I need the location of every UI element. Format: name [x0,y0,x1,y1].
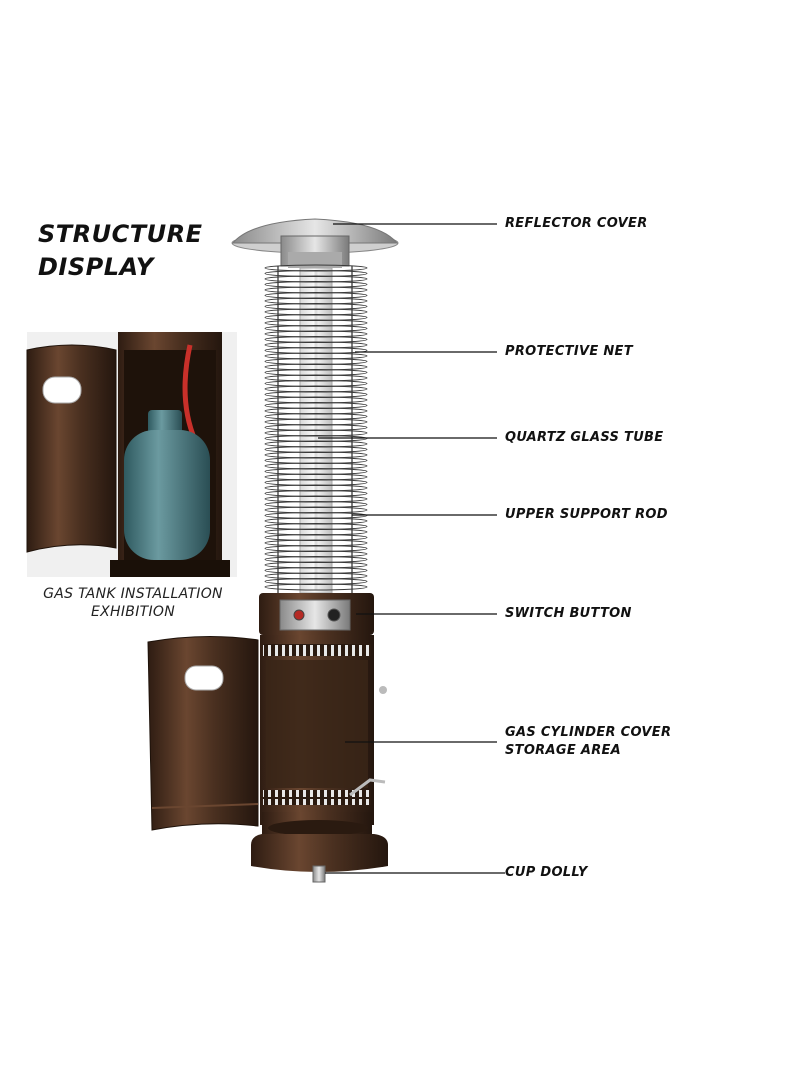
net-coil [264,457,368,464]
net-coil [264,572,368,580]
net-coil [264,374,368,382]
net-coil [264,336,368,343]
net-coil [264,446,368,453]
net-coil [264,330,368,338]
net-coil [264,407,368,415]
inset-caption: GAS TANK INSTALLATION EXHIBITION [22,585,244,621]
door-handle-icon [184,665,224,691]
inset-caption-line-2: EXHIBITION [91,604,175,620]
net-coil [264,402,368,409]
label-cup-dolly: CUP DOLLY [505,865,588,880]
net-coil [264,523,368,530]
label-gas-cylinder-cover-line-2: STORAGE AREA [505,743,622,758]
net-coil [264,308,368,316]
label-switch-button: SWITCH BUTTON [505,606,632,621]
leader-lines [318,223,505,874]
net-coil [264,451,368,459]
net-coil [264,391,368,398]
net-coil [264,341,368,349]
label-gas-cylinder-cover: GAS CYLINDER COVER STORAGE AREA [505,724,671,760]
protective-net-part [264,264,368,591]
net-coil [264,358,368,365]
inset-caption-line-1: GAS TANK INSTALLATION [43,586,223,602]
net-coil [264,501,368,508]
net-coil [264,550,368,558]
net-coil [264,264,368,272]
net-coil [264,396,368,404]
net-coil [264,297,368,305]
net-coil [264,292,368,299]
net-coil [264,490,368,497]
net-coil [264,286,368,294]
net-coil [264,484,368,492]
net-coil [264,270,368,277]
net-coil [264,545,368,552]
heater-base [251,812,388,883]
reflector-cover-part [231,218,399,268]
gas-tank-icon [124,430,210,560]
net-coil [264,424,368,431]
net-coil [264,429,368,437]
open-door [147,635,259,831]
label-quartz-glass-tube: QUARTZ GLASS TUBE [505,430,664,445]
net-coil [264,534,368,541]
net-coil [264,352,368,360]
net-coil [264,319,368,327]
net-coil [264,413,368,420]
net-coil [264,578,368,585]
net-coil [264,347,368,354]
storage-cylinder [260,635,387,825]
net-coil [264,495,368,503]
net-coil [264,303,368,310]
net-coil [264,539,368,547]
net-coil [264,567,368,574]
control-knob-icon [327,608,341,622]
cup-dolly-part [312,865,326,883]
net-coil [264,468,368,475]
net-coil [264,440,368,448]
net-coil [264,281,368,288]
label-upper-support-rod: UPPER SUPPORT ROD [505,507,668,522]
net-coil [264,325,368,332]
net-coil [264,517,368,525]
net-coil [264,473,368,481]
label-reflector-cover: REFLECTOR COVER [505,216,648,231]
net-coil [264,385,368,393]
net-coil [264,528,368,536]
ignition-button-icon [293,609,305,621]
net-coil [264,418,368,426]
net-coil [264,275,368,283]
switch-collar [259,593,374,635]
net-coil [264,556,368,563]
gas-tank-inset [26,332,237,577]
inset-door-handle-icon [42,376,82,404]
title-line-1: STRUCTURE [38,220,203,248]
net-coil [264,369,368,376]
net-coil [264,561,368,569]
tank-valve [148,410,182,434]
net-coil [264,380,368,387]
net-coil [264,363,368,371]
net-coil [264,462,368,470]
net-coil [264,479,368,486]
diagram-title: STRUCTURE DISPLAY [38,218,202,284]
label-gas-cylinder-cover-line-1: GAS CYLINDER COVER [505,725,672,740]
title-line-2: DISPLAY [38,253,154,281]
net-coil [264,314,368,321]
label-protective-net: PROTECTIVE NET [505,344,633,359]
net-coil [264,506,368,514]
net-coil [264,583,368,591]
